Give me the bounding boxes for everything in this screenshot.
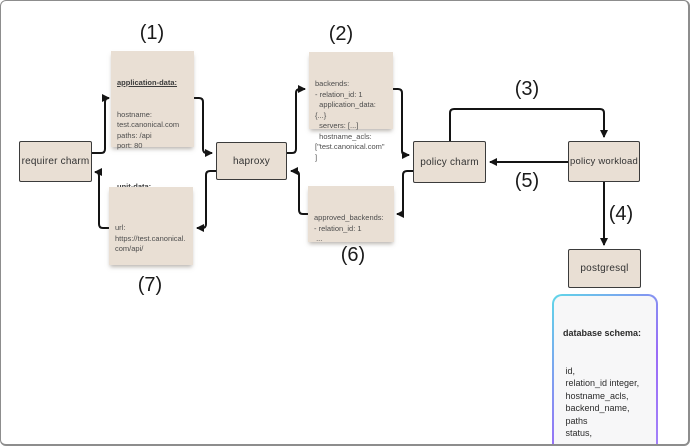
arrow-haproxy-to-note7	[196, 170, 216, 232]
node-haproxy-label: haproxy	[233, 155, 270, 167]
arrow-policy-charm-to-workload-step3	[449, 108, 608, 141]
database-schema-body: id, relation_id integer, hostname_acls, …	[565, 365, 640, 446]
arrow-note7-to-requirer	[94, 168, 109, 229]
step-label-1: (1)	[139, 22, 165, 44]
node-postgresql-label: postgresql	[580, 263, 629, 274]
database-schema-content: database schema: id, relation_id integer…	[554, 296, 656, 446]
node-policy-workload: policy workload	[568, 141, 640, 182]
node-haproxy: haproxy	[216, 142, 287, 180]
step-label-6: (6)	[340, 244, 366, 266]
step-label-7: (7)	[137, 274, 163, 296]
database-schema-header: database schema:	[563, 328, 642, 338]
note-backends-body: backends: - relation_id: 1 application_d…	[315, 79, 385, 162]
note-approved-backends-body: approved_backends: - relation_id: 1 ...	[314, 213, 384, 243]
note-application-data-header: application-data:	[117, 78, 178, 87]
step-label-4: (4)	[608, 203, 634, 225]
note-application-data-body: hostname: test.canonical.com paths: /api…	[117, 109, 180, 151]
arrow-policy-charm-to-note6	[396, 170, 413, 218]
note-application-data: application-data: hostname: test.canonic…	[111, 51, 194, 222]
note-url-body: url: https://test.canonical. com/api/	[115, 223, 186, 253]
step-label-2: (2)	[328, 23, 354, 45]
step-label-5: (5)	[514, 170, 540, 192]
note-url: url: https://test.canonical. com/api/	[109, 187, 193, 265]
database-schema-callout: database schema: id, relation_id integer…	[552, 294, 658, 446]
node-requirer-charm-label: requirer charm	[21, 156, 90, 167]
arrow-note1-to-haproxy	[194, 97, 213, 157]
node-postgresql: postgresql	[568, 249, 641, 288]
arrow-requirer-to-note1	[92, 94, 110, 154]
node-policy-charm-label: policy charm	[420, 156, 479, 168]
node-requirer-charm: requirer charm	[19, 141, 92, 182]
arrow-haproxy-to-note2	[287, 85, 306, 154]
step-label-3: (3)	[514, 78, 540, 100]
note-approved-backends: approved_backends: - relation_id: 1 ...	[308, 186, 394, 243]
node-policy-charm: policy charm	[413, 141, 486, 183]
note-unit-data-header: unit-data:	[117, 181, 152, 191]
note-backends: backends: - relation_id: 1 application_d…	[309, 52, 393, 162]
node-policy-workload-label: policy workload	[570, 156, 638, 167]
arrow-note6-to-haproxy	[290, 167, 308, 215]
arrow-note2-to-policy-charm	[393, 88, 410, 159]
